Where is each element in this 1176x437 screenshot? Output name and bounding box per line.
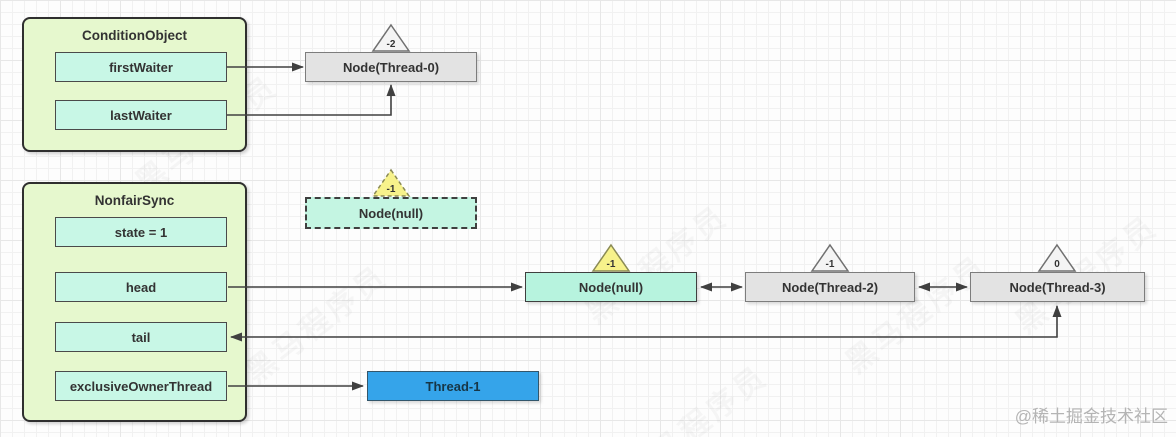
wait-status-triangle-thread3: 0 [1037, 243, 1077, 272]
wait-status-value: -1 [607, 259, 616, 270]
node-thread-3: Node(Thread-3) [970, 272, 1145, 302]
field-state: state = 1 [55, 217, 227, 247]
node-thread-2: Node(Thread-2) [745, 272, 915, 302]
condition-object-container: ConditionObject [22, 17, 247, 152]
footer-watermark: @稀土掘金技术社区 [1014, 407, 1168, 426]
thread-1-box: Thread-1 [367, 371, 539, 401]
wait-status-triangle-detached: -1 [371, 168, 411, 197]
wait-status-value: -1 [826, 259, 835, 270]
wait-status-value: -1 [387, 184, 396, 195]
node-null-detached: Node(null) [305, 197, 477, 229]
field-first-waiter: firstWaiter [55, 52, 227, 82]
field-tail: tail [55, 322, 227, 352]
arrow-lastwaiter-to-thread0 [227, 84, 396, 116]
wait-status-triangle-thread2: -1 [810, 243, 850, 272]
field-head: head [55, 272, 227, 302]
field-last-waiter: lastWaiter [55, 100, 227, 130]
background-watermark: 黑马程序员 [620, 359, 775, 437]
condition-object-title: ConditionObject [82, 28, 187, 43]
node-null-head: Node(null) [525, 272, 697, 302]
arrow-tail-to-node-thread3 [230, 305, 1062, 342]
wait-status-triangle-head-node: -1 [591, 243, 631, 272]
nonfair-sync-title: NonfairSync [94, 193, 175, 208]
background-watermark: 黑马程序员 [840, 249, 995, 381]
node-thread-0: Node(Thread-0) [305, 52, 477, 82]
wait-status-value: -2 [387, 39, 396, 50]
wait-status-triangle-thread0: -2 [371, 23, 411, 52]
field-exclusive-owner-thread: exclusiveOwnerThread [55, 371, 227, 401]
wait-status-value: 0 [1054, 259, 1060, 270]
